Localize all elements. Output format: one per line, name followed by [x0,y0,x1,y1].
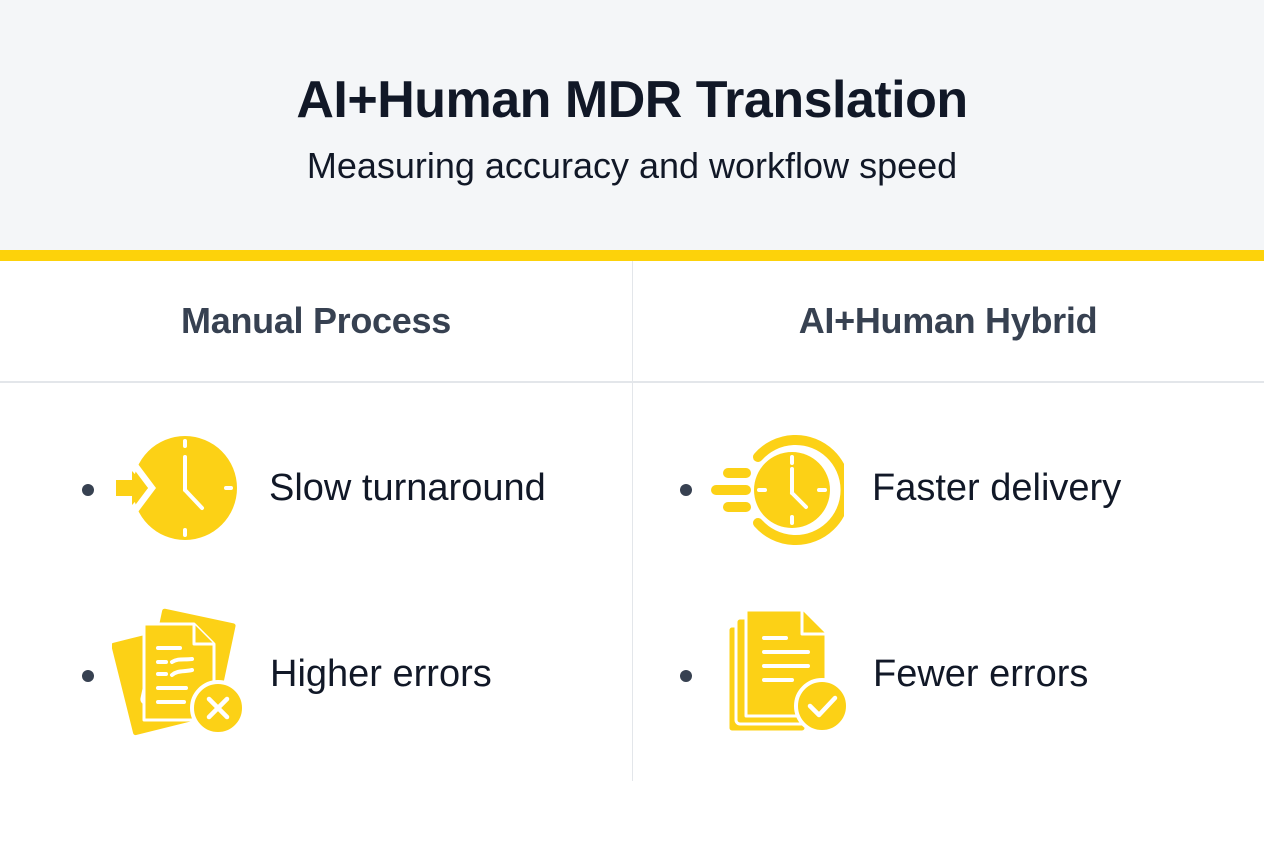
item-label: Higher errors [270,653,492,695]
column-divider [632,261,633,781]
bullet [82,670,94,682]
page-title: AI+Human MDR Translation [296,71,968,129]
documents-x-icon [112,602,246,736]
fast-clock-icon [708,435,844,545]
bullet [680,670,692,682]
clock-arrow-icon [112,435,242,543]
item-label: Fewer errors [873,653,1089,695]
header: AI+Human MDR Translation Measuring accur… [0,0,1264,250]
item-label: Slow turnaround [269,467,546,509]
bullet [82,484,94,496]
page-subtitle: Measuring accuracy and workflow speed [306,145,958,186]
column-heading-hybrid: AI+Human Hybrid [798,300,1098,341]
documents-check-icon [724,608,852,738]
column-heading-manual: Manual Process [181,300,451,341]
accent-bar [0,250,1264,261]
bullet [680,484,692,496]
item-label: Faster delivery [872,467,1122,509]
